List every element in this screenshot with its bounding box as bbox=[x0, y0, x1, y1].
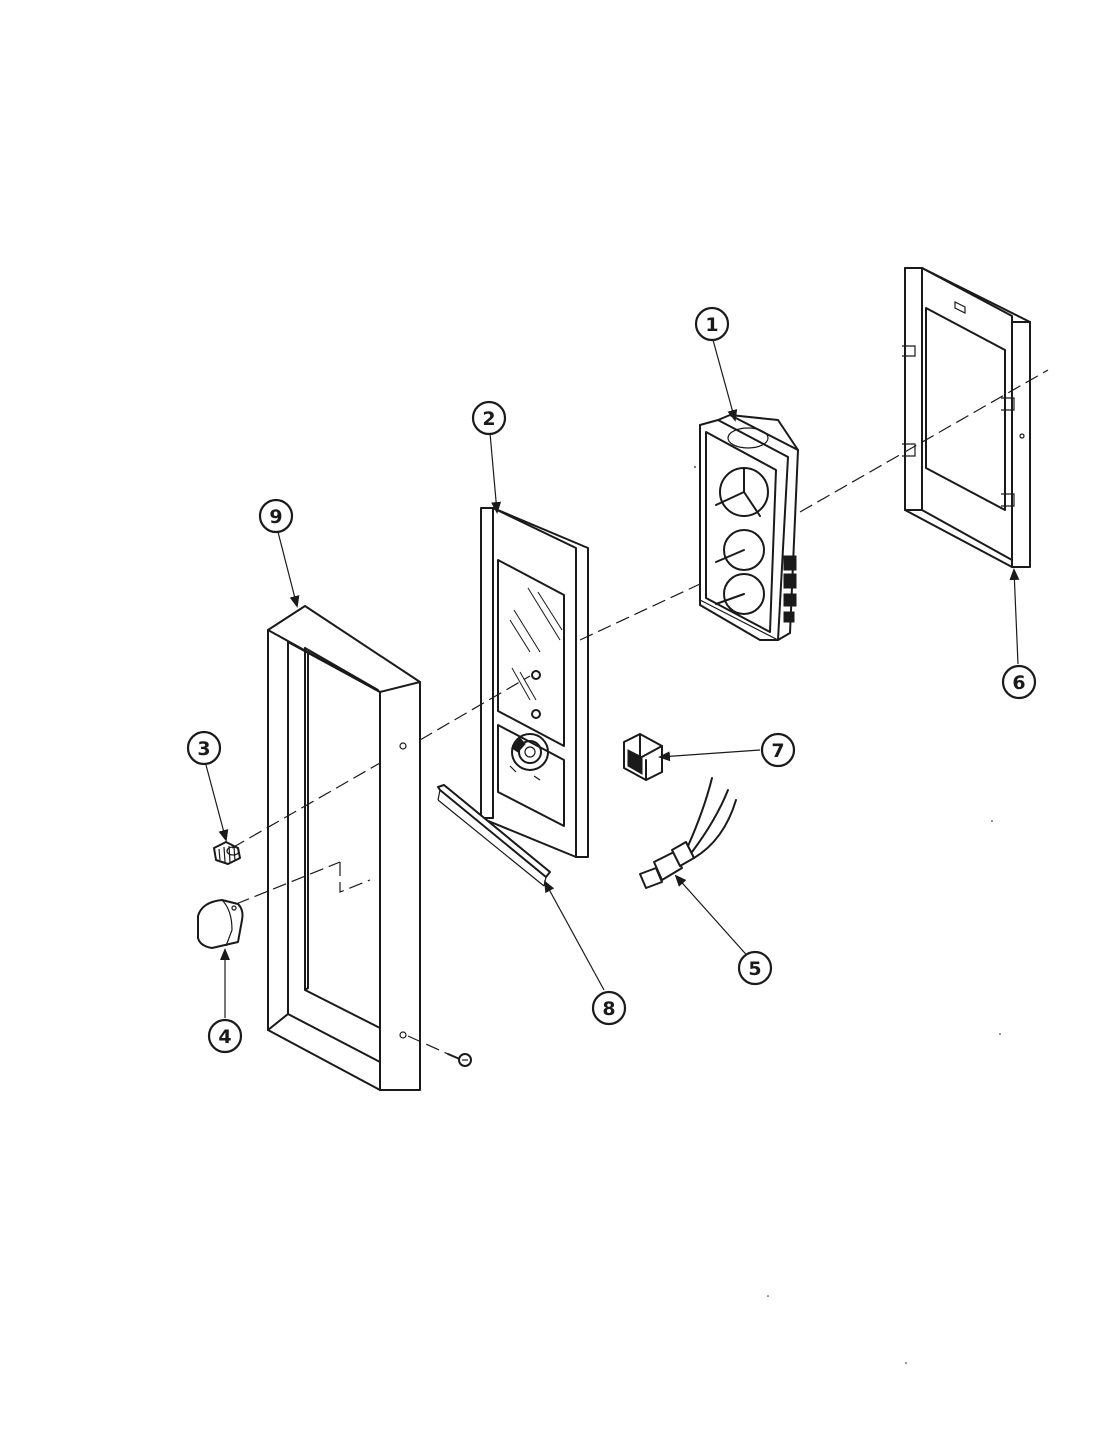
callout-5-label: 5 bbox=[748, 958, 761, 980]
part-8-trim-strip bbox=[437, 784, 551, 887]
callout-4-label: 4 bbox=[218, 1026, 231, 1048]
part-5-lamp-socket bbox=[639, 777, 737, 889]
part-2-control-panel bbox=[480, 507, 589, 858]
screw bbox=[447, 1053, 472, 1067]
callout-5: 5 bbox=[737, 950, 773, 986]
callout-2-label: 2 bbox=[482, 408, 495, 430]
assembly-lines bbox=[231, 369, 1049, 1055]
callout-2: 2 bbox=[471, 400, 507, 436]
callout-8-label: 8 bbox=[602, 998, 615, 1020]
part-4-dial-knob bbox=[197, 899, 244, 949]
callout-1: 1 bbox=[694, 306, 730, 342]
callout-3: 3 bbox=[186, 730, 222, 766]
callout-7: 7 bbox=[760, 732, 796, 768]
callout-4: 4 bbox=[207, 1018, 243, 1054]
scan-specks bbox=[694, 466, 1001, 1364]
callout-9-label: 9 bbox=[269, 506, 282, 528]
part-9-front-frame bbox=[267, 605, 421, 1091]
part-1-timer-assembly bbox=[699, 414, 799, 641]
callout-8: 8 bbox=[591, 990, 627, 1026]
callout-6: 6 bbox=[1001, 664, 1037, 700]
callout-7-label: 7 bbox=[771, 740, 784, 762]
part-7-switch bbox=[623, 733, 663, 781]
part-6-rear-bracket bbox=[902, 267, 1031, 568]
callout-6-label: 6 bbox=[1012, 672, 1025, 694]
callout-1-label: 1 bbox=[705, 314, 718, 336]
callout-9: 9 bbox=[258, 498, 294, 534]
callout-3-label: 3 bbox=[197, 738, 210, 760]
